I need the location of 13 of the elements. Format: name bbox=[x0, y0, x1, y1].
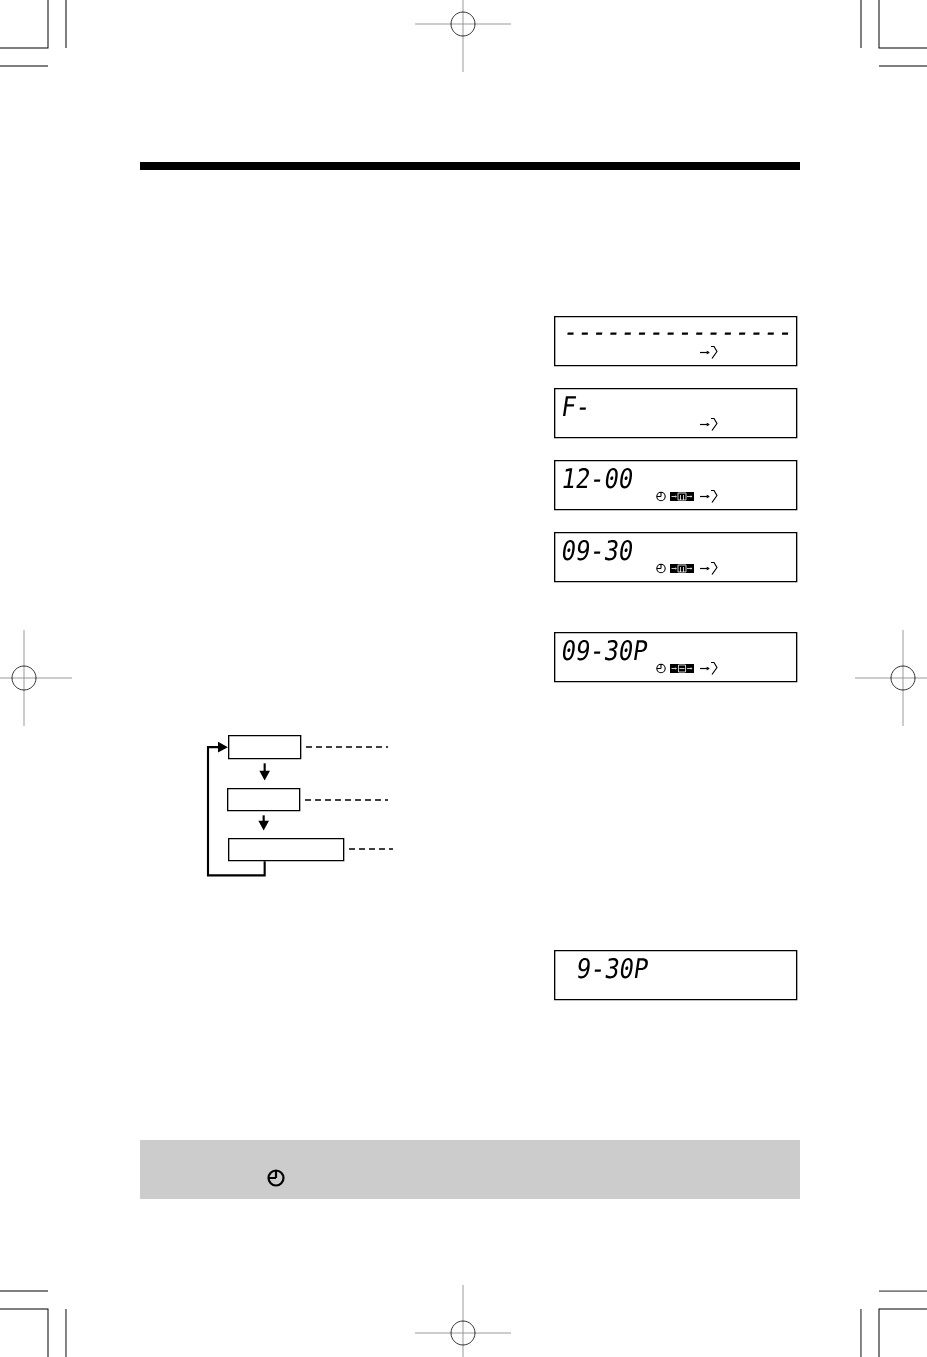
lcd-display: 09-30P bbox=[554, 632, 798, 683]
process-box bbox=[228, 735, 302, 760]
lcd-display: ---------------- bbox=[554, 316, 798, 367]
process-box bbox=[227, 788, 301, 812]
lcd-display: 09-30 bbox=[554, 532, 798, 583]
lcd-display: 9-30P bbox=[554, 950, 798, 1001]
arrow bbox=[206, 741, 266, 877]
leader-line bbox=[348, 848, 394, 850]
leader-line bbox=[304, 799, 389, 801]
lcd-display: F- bbox=[554, 388, 798, 439]
lcd-display: 12-00 bbox=[554, 460, 798, 511]
leader-line bbox=[305, 746, 389, 748]
process-box bbox=[228, 838, 345, 862]
